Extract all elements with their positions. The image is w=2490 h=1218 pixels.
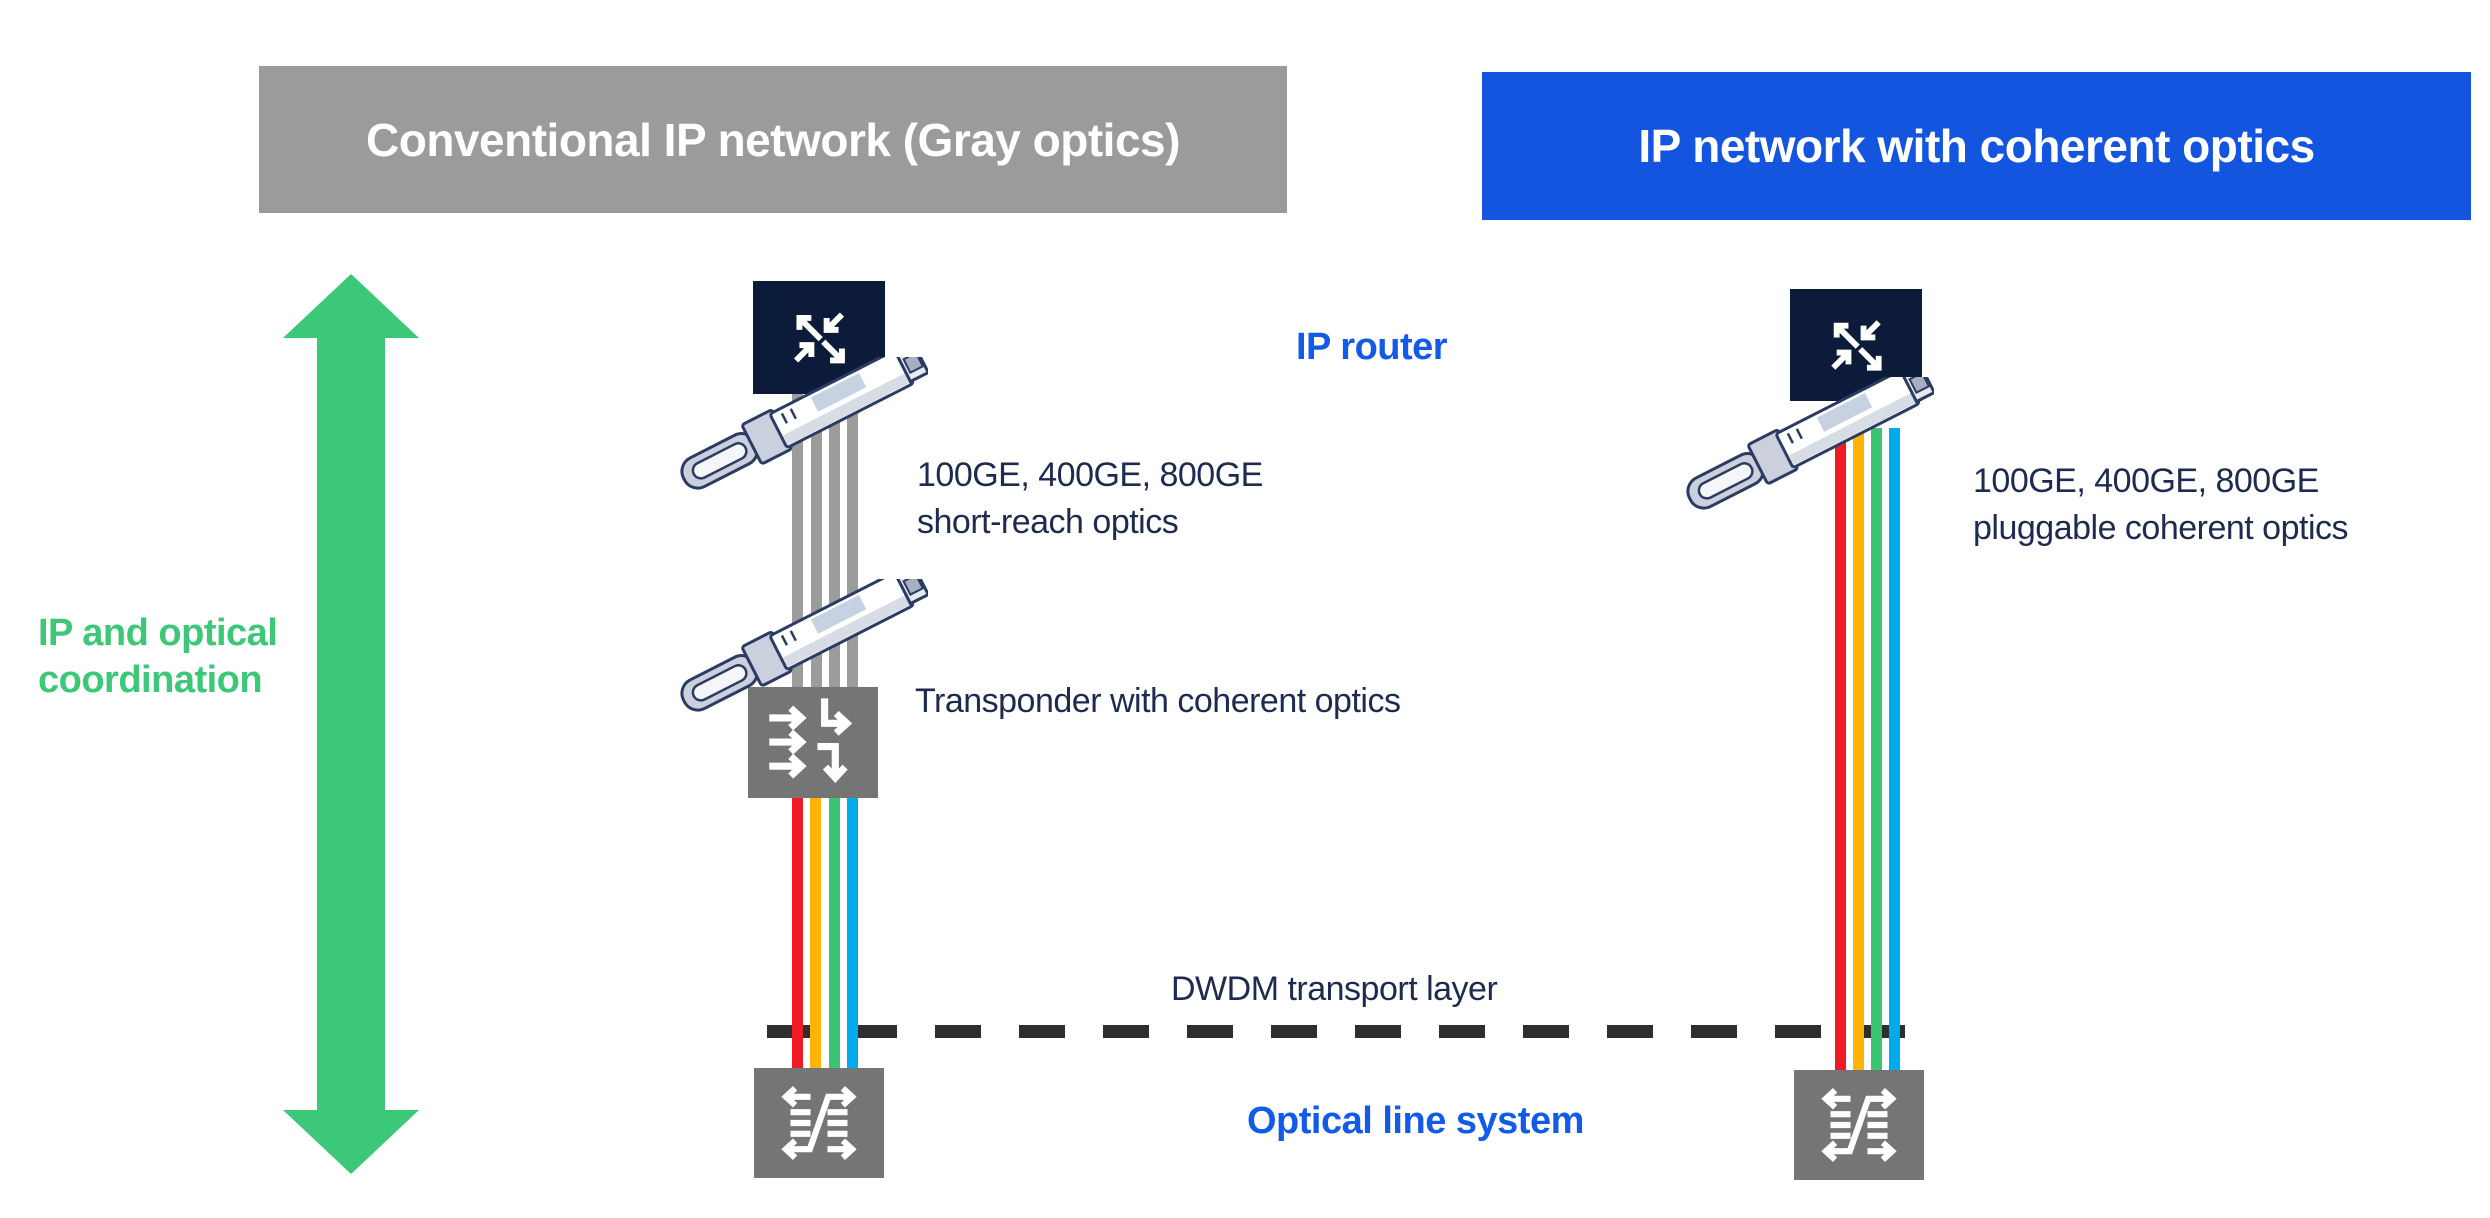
dwdm-dashed-line (767, 1025, 1908, 1038)
pluggable-optic-icon-left-bottom (678, 579, 928, 737)
fiber-amber-right (1853, 428, 1864, 1075)
pluggable-optic-icon-left-top (678, 357, 928, 515)
coordination-label-line2: coordination (38, 659, 263, 701)
transponder-box (748, 687, 878, 798)
gray-fiber-line (811, 392, 822, 690)
gray-fiber-line (792, 392, 803, 690)
optical-line-system-label: Optical line system (1247, 1100, 1584, 1142)
dwdm-transport-layer-label: DWDM transport layer (1171, 970, 1498, 1008)
pluggable-line2: pluggable coherent optics (1973, 509, 2349, 547)
banner-coherent: IP network with coherent optics (1482, 72, 2471, 220)
fiber-green-right (1871, 428, 1882, 1075)
short-reach-line1: 100GE, 400GE, 800GE (917, 456, 1263, 494)
fiber-red-left (792, 792, 803, 1075)
crossing-arrows-icon (1804, 303, 1908, 387)
gray-fiber-line (847, 392, 858, 690)
coordination-label: IP and optical coordination (38, 610, 278, 704)
gray-fiber-line (829, 392, 840, 690)
pluggable-line1: 100GE, 400GE, 800GE (1973, 462, 2319, 500)
fiber-green-left (829, 792, 840, 1075)
pluggable-optic-icon-right (1684, 377, 1934, 535)
banner-conventional: Conventional IP network (Gray optics) (259, 66, 1287, 213)
coordination-label-line1: IP and optical (38, 612, 278, 654)
mux-demux-icon (762, 1076, 876, 1170)
fiber-red-right (1835, 428, 1846, 1075)
transponder-label: Transponder with coherent optics (915, 682, 1401, 720)
banner-coherent-label: IP network with coherent optics (1638, 120, 2315, 172)
fiber-amber-left (810, 792, 821, 1075)
ip-router-label: IP router (1296, 326, 1448, 368)
banner-conventional-label: Conventional IP network (Gray optics) (366, 113, 1180, 166)
coordination-double-arrow-icon (283, 274, 419, 1174)
pluggable-coherent-optics-label: 100GE, 400GE, 800GE pluggable coherent o… (1973, 458, 2349, 552)
optical-line-system-box-left (754, 1068, 884, 1178)
mux-demux-icon (1802, 1078, 1916, 1172)
short-reach-optics-label: 100GE, 400GE, 800GE short-reach optics (917, 452, 1263, 546)
optical-line-system-box-right (1794, 1070, 1924, 1180)
fiber-cyan-right (1889, 428, 1900, 1075)
short-reach-line2: short-reach optics (917, 503, 1179, 541)
fiber-cyan-left (847, 792, 858, 1075)
